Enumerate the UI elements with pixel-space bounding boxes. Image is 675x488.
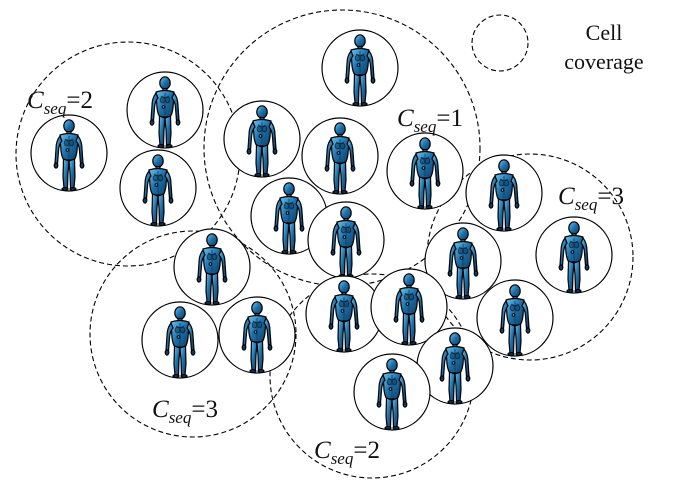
- cluster-labels: Cseq=2 Cseq=1 Cseq=3 Cseq=3 Cseq=2: [27, 87, 624, 468]
- cluster-label-bottom-center: Cseq=2: [314, 437, 380, 468]
- legend-cell-circle: [471, 14, 529, 72]
- user-12: [424, 222, 502, 300]
- cluster-label-top-left: Cseq=2: [27, 87, 93, 118]
- cluster-label-center: Cseq=1: [397, 105, 463, 136]
- user-1: [30, 114, 108, 192]
- user-18: [370, 268, 448, 346]
- legend-label-line2: coverage: [564, 49, 643, 74]
- user-5: [223, 100, 301, 178]
- user-20: [353, 353, 431, 431]
- user-13: [476, 279, 554, 357]
- legend: Cell coverage: [564, 20, 643, 74]
- user-2: [126, 71, 204, 149]
- user-17: [305, 275, 383, 353]
- user-4: [321, 29, 399, 107]
- user-7: [386, 132, 464, 210]
- user-15: [141, 301, 219, 379]
- cell-circle-bottom-left: [89, 230, 297, 438]
- user-rings: [30, 29, 613, 431]
- user-10: [465, 154, 543, 232]
- user-3: [119, 149, 197, 227]
- user-11: [535, 216, 613, 294]
- user-6: [301, 117, 379, 195]
- cluster-label-right: Cseq=3: [558, 183, 624, 214]
- legend-label-line1: Cell: [586, 20, 623, 45]
- cluster-label-bottom-left: Cseq=3: [152, 396, 218, 427]
- user-9: [307, 201, 385, 279]
- user-14: [173, 228, 251, 306]
- user-16: [218, 296, 296, 374]
